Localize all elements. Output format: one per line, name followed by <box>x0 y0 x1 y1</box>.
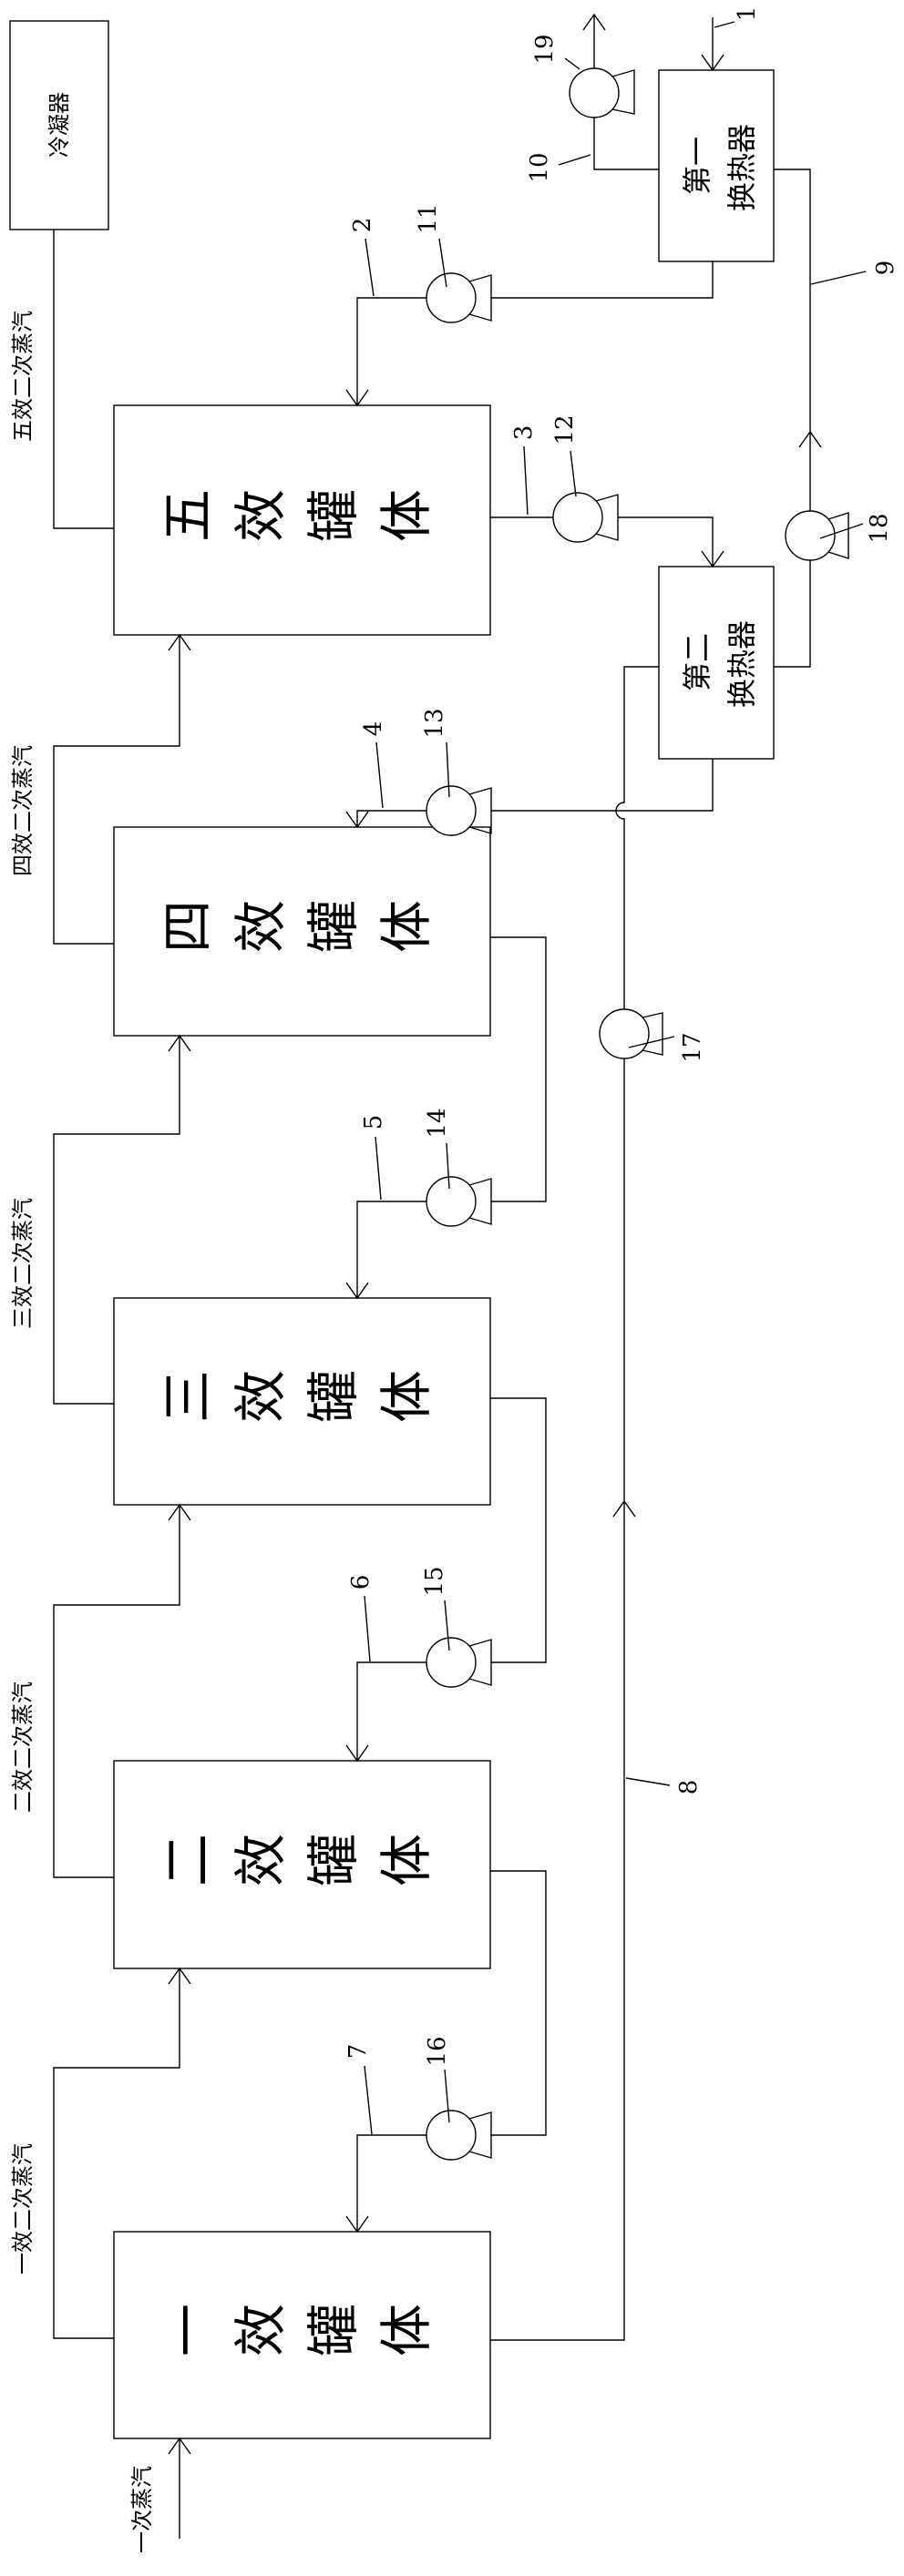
tank-5: 五效罐体 <box>114 405 490 635</box>
condenser-label: 冷凝器 <box>46 92 72 158</box>
ref-9: 9 <box>872 261 899 276</box>
ref-18: 18 <box>866 513 893 543</box>
pump-15 <box>426 1638 491 1687</box>
pump-18 <box>786 511 848 560</box>
line-3 <box>490 517 724 567</box>
liquid-lines <box>346 15 821 2340</box>
ref-4: 4 <box>360 721 387 737</box>
pump-12 <box>553 493 618 542</box>
tank-3-label: 三效罐体 <box>159 1370 451 1432</box>
ref-17: 17 <box>679 1032 706 1062</box>
ref-7: 7 <box>344 2044 372 2060</box>
tank-4-label: 四效罐体 <box>159 900 451 962</box>
ref-6: 6 <box>347 1575 375 1590</box>
ref-14: 14 <box>424 1108 451 1138</box>
tank-1-label: 一效罐体 <box>159 2304 451 2366</box>
tank-1: 一效罐体 <box>114 2232 490 2438</box>
tank-3: 三效罐体 <box>114 1298 490 1505</box>
tank-4: 四效罐体 <box>114 827 490 1036</box>
heat-exchanger-1-line2: 换热器 <box>724 124 759 211</box>
ref-11: 11 <box>415 203 442 233</box>
ref-3: 3 <box>510 425 538 441</box>
ref-2: 2 <box>349 218 376 233</box>
ref-12: 12 <box>551 414 579 445</box>
primary-steam-line <box>169 2438 190 2539</box>
line-2 <box>346 261 713 405</box>
line-8 <box>490 667 659 2340</box>
ref-16: 16 <box>424 2036 451 2066</box>
tank-2: 二效罐体 <box>114 1761 490 1968</box>
ref-5: 5 <box>360 1115 387 1130</box>
steam-label-1: 一效二次蒸汽 <box>10 2143 36 2274</box>
steam-label-2: 二效二次蒸汽 <box>10 1682 36 1813</box>
pump-17 <box>600 1009 663 1058</box>
steam-label-5: 五效二次蒸汽 <box>10 311 36 442</box>
ref-8: 8 <box>675 1780 703 1795</box>
steam-label-3: 三效二次蒸汽 <box>10 1198 36 1329</box>
heat-exchanger-2-line1: 第二 <box>680 633 714 691</box>
steam-label-4: 四效二次蒸汽 <box>10 745 36 876</box>
pump-11 <box>426 273 491 322</box>
pump-16 <box>426 2111 491 2160</box>
ref-15: 15 <box>421 1566 448 1596</box>
tank-5-label: 五效罐体 <box>159 489 451 551</box>
line-9 <box>774 169 821 667</box>
pump-19 <box>570 68 634 118</box>
condenser-line <box>54 230 114 528</box>
heat-exchanger-1: 第一 换热器 <box>659 70 774 261</box>
ref-13: 13 <box>421 708 448 738</box>
ref-10: 10 <box>526 152 553 182</box>
ref-19: 19 <box>531 34 559 64</box>
tank-2-label: 二效罐体 <box>159 1834 451 1896</box>
heat-exchanger-2: 第二 换热器 <box>659 567 774 759</box>
pump-14 <box>426 1177 491 1226</box>
primary-steam-label: 一次蒸汽 <box>129 2466 155 2553</box>
heat-exchanger-1-line1: 第一 <box>680 137 714 195</box>
line-4 <box>346 759 713 827</box>
condenser: 冷凝器 <box>10 21 108 230</box>
heat-exchanger-2-line2: 换热器 <box>724 620 759 708</box>
ref-1: 1 <box>734 6 761 22</box>
